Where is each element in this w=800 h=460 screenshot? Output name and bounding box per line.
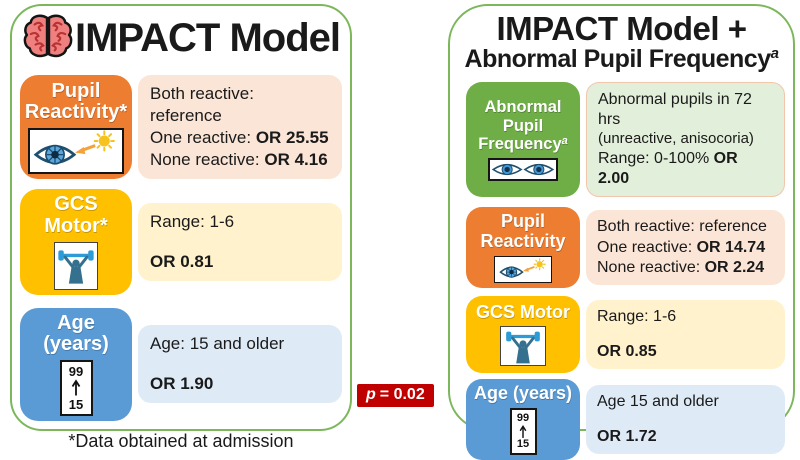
impact-model-panel: IMPACT Model Pupil Reactivity* bbox=[10, 4, 352, 451]
age-description: Age: 15 and older OR 1.90 bbox=[138, 325, 342, 404]
gcs-motor-description: Range: 1-6 OR 0.85 bbox=[586, 299, 785, 370]
row-age: Age (years) 99 15 Age 15 and older OR 1.… bbox=[466, 379, 785, 460]
gcs-motor-description: Range: 1-6 OR 0.81 bbox=[138, 202, 342, 282]
row-gcs-motor: GCS Motor* Range: 1-6 OR bbox=[20, 189, 342, 295]
or-value: OR 4.16 bbox=[264, 150, 328, 170]
abnormal-pupil-frequency-label: Abnormal Pupil Frequencya bbox=[466, 81, 580, 198]
abnormal-pupil-frequency-description: Abnormal pupils in 72 hrs (unreactive, a… bbox=[586, 81, 785, 198]
row-gcs-motor: GCS Motor Range: 1-6 OR bbox=[466, 296, 785, 374]
impact-model-header: IMPACT Model bbox=[12, 13, 350, 64]
row-abnormal-pupil-frequency: Abnormal Pupil Frequencya Abnormal pupil… bbox=[466, 81, 785, 198]
description-line: Age: 15 and older bbox=[150, 334, 285, 354]
description-line: One reactive: OR 14.74 bbox=[597, 238, 766, 256]
page-title-right-line1: IMPACT Model + bbox=[496, 10, 747, 47]
pupil-reactivity-description: Both reactive: reference One reactive: O… bbox=[586, 210, 785, 285]
description-line: Both reactive: reference bbox=[597, 218, 767, 236]
footnote-admission: *Data obtained at admission bbox=[68, 430, 294, 451]
page-title-right-line2: Abnormal Pupil Frequencya bbox=[464, 44, 779, 73]
superscript-a: a bbox=[770, 44, 779, 62]
age-range-icon: 99 15 bbox=[59, 359, 93, 416]
age-range-icon: 99 15 bbox=[509, 407, 537, 455]
row-pupil-reactivity: Pupil Reactivity bbox=[466, 207, 785, 289]
description-line: None reactive: OR 2.24 bbox=[597, 258, 765, 276]
pupil-reactivity-label: Pupil Reactivity* bbox=[20, 75, 132, 180]
age-label: Age (years) 99 15 bbox=[466, 379, 580, 460]
description-line: (unreactive, anisocoria) bbox=[598, 130, 754, 148]
age-label: Age (years) 99 15 bbox=[20, 307, 132, 421]
pupil-reactivity-description: Both reactive: reference One reactive: O… bbox=[138, 75, 342, 180]
pupil-reactivity-label: Pupil Reactivity bbox=[466, 207, 580, 289]
or-value: OR 25.55 bbox=[255, 128, 329, 148]
brain-icon bbox=[22, 13, 74, 64]
gcs-motor-label: GCS Motor bbox=[466, 296, 580, 374]
eye-sun-icon bbox=[494, 256, 552, 284]
or-value: OR 1.72 bbox=[597, 427, 657, 445]
weightlifter-icon bbox=[500, 326, 546, 367]
or-value: OR 0.81 bbox=[150, 251, 214, 271]
eye-sun-icon bbox=[28, 127, 124, 174]
or-value: OR 1.90 bbox=[150, 374, 214, 394]
description-line: Range: 0-100% OR 2.00 bbox=[598, 150, 738, 188]
two-eyes-icon bbox=[488, 157, 558, 181]
weightlifter-icon bbox=[54, 241, 98, 290]
description-line: Abnormal pupils in 72 hrs bbox=[598, 90, 752, 129]
gcs-motor-label: GCS Motor* bbox=[20, 189, 132, 295]
description-line: Range: 1-6 bbox=[150, 211, 235, 231]
description-line: Age 15 and older bbox=[597, 392, 719, 410]
p-value-badge: p = 0.02 bbox=[357, 384, 434, 407]
or-value: OR 14.74 bbox=[696, 238, 766, 256]
description-line: None reactive: OR 4.16 bbox=[150, 150, 328, 170]
row-pupil-reactivity: Pupil Reactivity* bbox=[20, 75, 342, 180]
or-value: OR 2.24 bbox=[704, 258, 765, 276]
age-description: Age 15 and older OR 1.72 bbox=[586, 384, 785, 455]
row-age: Age (years) 99 15 Age: 15 and older OR 1… bbox=[20, 307, 342, 421]
description-line: Range: 1-6 bbox=[597, 307, 677, 325]
page-title-left: IMPACT Model bbox=[74, 16, 341, 60]
or-value: OR 2.00 bbox=[598, 150, 738, 188]
description-line: One reactive: OR 25.55 bbox=[150, 128, 329, 148]
description-line: OR 0.85 bbox=[597, 342, 774, 362]
or-value: OR 0.85 bbox=[597, 343, 657, 361]
description-line: OR 0.81 bbox=[150, 251, 330, 273]
superscript-a: a bbox=[561, 135, 568, 148]
description-line: OR 1.90 bbox=[150, 373, 330, 395]
description-line: Both reactive: reference bbox=[150, 84, 254, 126]
impact-plus-panel: IMPACT Model + Abnormal Pupil Frequencya… bbox=[448, 4, 795, 460]
description-line: OR 1.72 bbox=[597, 427, 774, 447]
